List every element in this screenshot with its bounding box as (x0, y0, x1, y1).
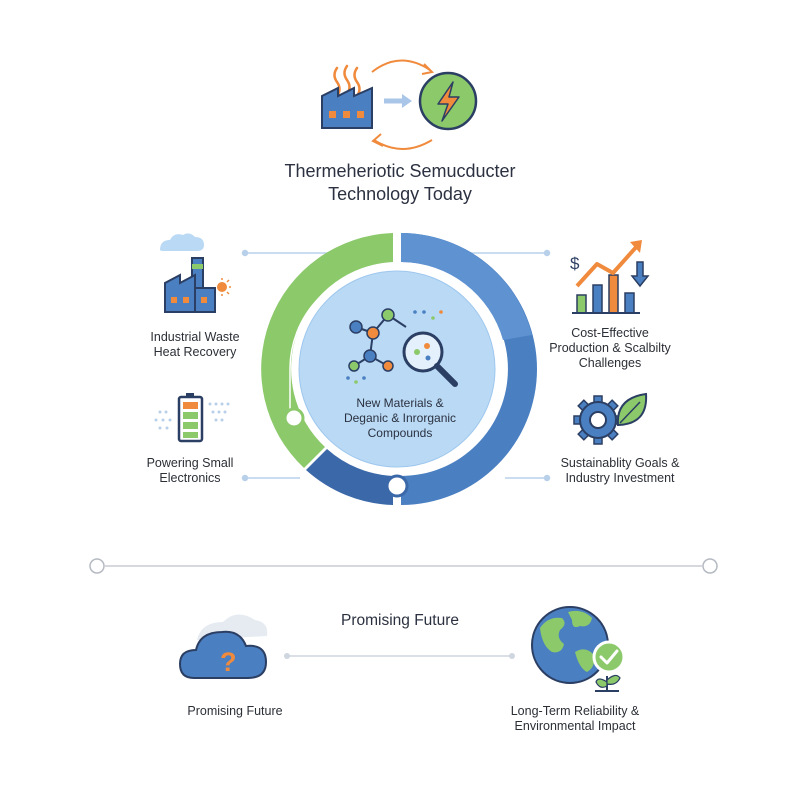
growth-chart-icon: $ (570, 240, 650, 314)
left-item-2-line-1: Powering Small (146, 456, 234, 470)
cloud-question-icon: ? (178, 614, 268, 679)
center-line-1: New Materials & (356, 396, 444, 410)
svg-text:?: ? (220, 647, 237, 677)
central-ring (261, 233, 537, 505)
future-heading: Promising Future (340, 612, 459, 629)
right-item-1-line-1: Cost-Effective (571, 326, 649, 340)
future-right-line-1: Long-Term Reliability & (510, 704, 640, 718)
molecule-magnifier-icon (346, 308, 458, 387)
gear-leaf-icon (573, 392, 648, 445)
svg-text:$: $ (570, 254, 580, 273)
future-right-label: Long-Term Reliability & Environmental Im… (485, 704, 665, 734)
right-item-1-line-3: Challenges (578, 356, 642, 370)
title-line-2: Technology Today (328, 184, 472, 204)
page-title: Thermeheriotic Semucducter Technology To… (150, 160, 650, 206)
right-item-2-line-2: Industry Investment (565, 471, 675, 485)
right-item-1-line-2: Production & Scalbilty (549, 341, 671, 355)
battery-icon (154, 393, 230, 443)
center-line-2: Deganic & Inrorganic (343, 411, 457, 425)
cost-effective-label: Cost-Effective Production & Scalbilty Ch… (520, 326, 700, 371)
powering-electronics-label: Powering Small Electronics (110, 456, 270, 486)
divider-line (89, 558, 718, 574)
future-left-label: Promising Future (187, 704, 283, 718)
left-item-1-line-2: Heat Recovery (153, 345, 237, 359)
center-label: New Materials & Deganic & Inrorganic Com… (300, 396, 500, 441)
industrial-waste-label: Industrial Waste Heat Recovery (115, 330, 275, 360)
globe-check-plant-icon (531, 606, 626, 692)
factory-icon (160, 233, 231, 313)
factory-to-energy-cycle-icon (321, 59, 478, 150)
center-line-3: Compounds (367, 426, 433, 440)
title-line-1: Thermeheriotic Semucducter (284, 161, 516, 181)
right-item-2-line-1: Sustainablity Goals & (560, 456, 680, 470)
sustainability-label: Sustainablity Goals & Industry Investmen… (525, 456, 715, 486)
left-item-2-line-2: Electronics (159, 471, 221, 485)
left-item-1-line-1: Industrial Waste (150, 330, 240, 344)
future-right-line-2: Environmental Impact (514, 719, 636, 733)
